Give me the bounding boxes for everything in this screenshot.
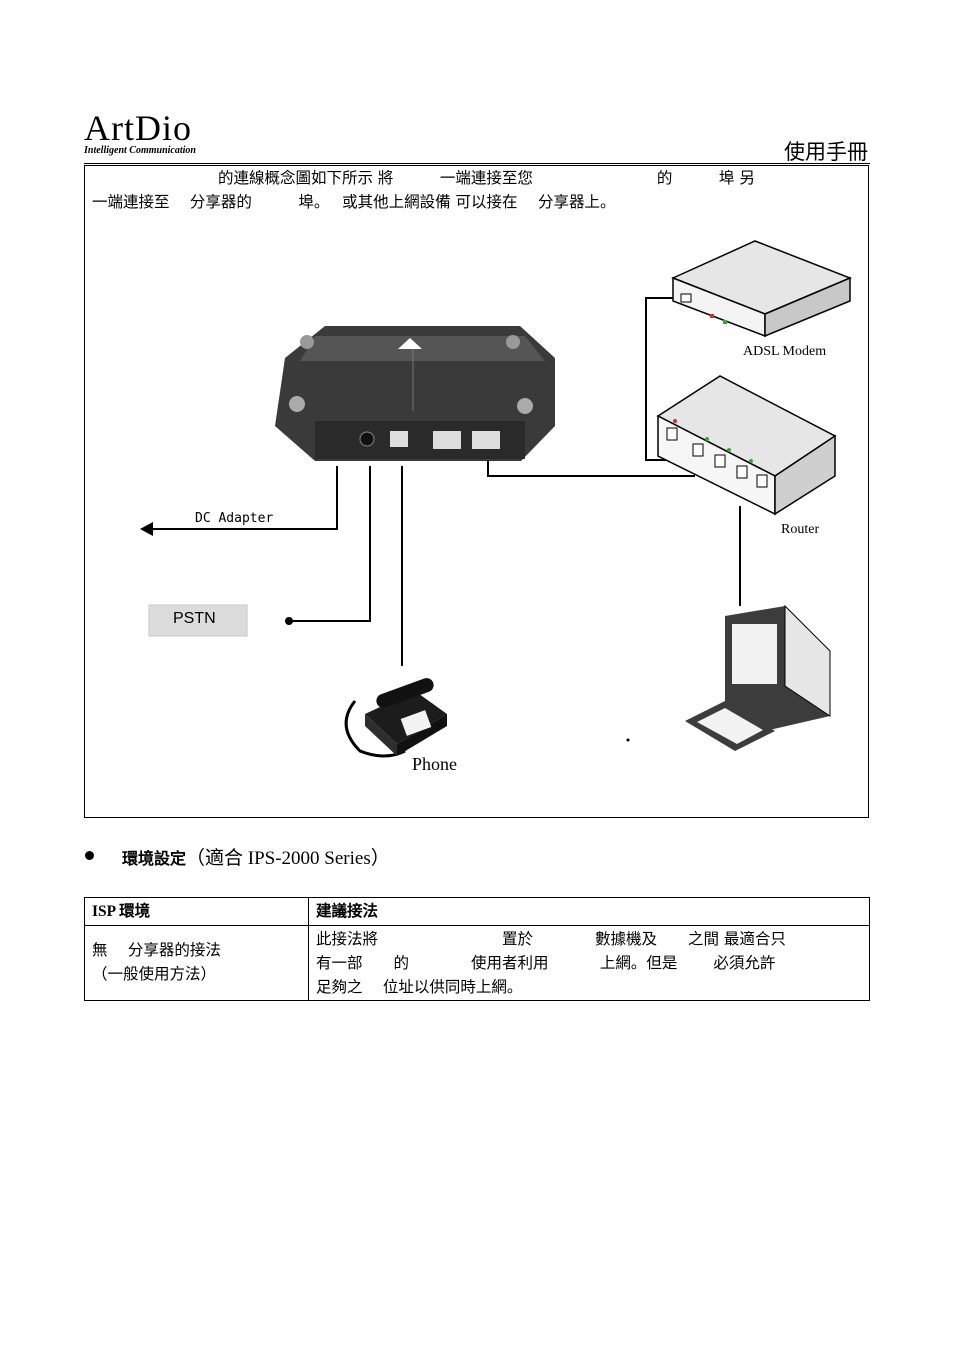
isp-table: ISP 環境 建議接法 無 分享器的接法 （一般使用方法） 此接法將 置於 數據… bbox=[84, 897, 870, 1001]
logo-tagline: Intelligent Communication bbox=[84, 145, 196, 156]
section-detail: （適合 IPS-2000 Series） bbox=[186, 848, 390, 869]
env-line-2: （一般使用方法） bbox=[92, 965, 217, 983]
router-label: Router bbox=[781, 522, 820, 537]
artdio-logo: ArtDio bbox=[84, 108, 192, 148]
section-title: 環境設定（適合 IPS-2000 Series） bbox=[122, 845, 390, 872]
section-prefix: 環境設定 bbox=[122, 849, 187, 868]
network-diagram bbox=[140, 240, 852, 758]
header-isp-env: ISP 環境 bbox=[84, 897, 309, 926]
dc-arrow-icon bbox=[140, 522, 153, 536]
dc-adapter-line bbox=[147, 466, 338, 530]
intro-line-2: 一端連接至 分享器的 埠。 或其他上網設備 可以接在 分享器上。 bbox=[92, 193, 616, 211]
table-header-row: ISP 環境 建議接法 bbox=[84, 897, 870, 926]
stray-dot bbox=[626, 738, 630, 742]
dc-adapter-label: DC Adapter bbox=[195, 511, 274, 526]
phone-label: Phone bbox=[412, 754, 457, 774]
rec-line-3: 足夠之 位址以供同時上網。 bbox=[316, 978, 523, 996]
pstn-line bbox=[290, 466, 371, 622]
cell-recommendation: 此接法將 置於 數據機及 之間 最適合只 有一部 的 使用者利用 上網。但是 必… bbox=[308, 925, 870, 1001]
cell-env: 無 分享器的接法 （一般使用方法） bbox=[84, 925, 309, 1001]
connection-figure: 的連線概念圖如下所示 將 一端連接至您 的 埠 另 一端連接至 分享器的 埠。 … bbox=[84, 165, 869, 818]
env-line-1: 無 分享器的接法 bbox=[92, 941, 221, 959]
pstn-box bbox=[148, 604, 248, 637]
header-rule bbox=[84, 163, 870, 164]
adsl-modem-icon bbox=[671, 240, 852, 338]
computer-icon bbox=[685, 604, 831, 751]
table-row: 無 分享器的接法 （一般使用方法） 此接法將 置於 數據機及 之間 最適合只 有… bbox=[84, 925, 870, 1001]
header-recommended: 建議接法 bbox=[308, 897, 870, 926]
telephone-icon bbox=[344, 678, 447, 758]
router-icon bbox=[656, 375, 837, 516]
pstn-label: PSTN bbox=[173, 610, 216, 627]
rec-line-1: 此接法將 置於 數據機及 之間 最適合只 bbox=[316, 930, 786, 948]
adsl-modem-label: ADSL Modem bbox=[743, 344, 827, 359]
pstn-dot bbox=[285, 617, 293, 625]
intro-line-1: 的連線概念圖如下所示 將 一端連接至您 的 埠 另 bbox=[218, 169, 755, 187]
manual-label: 使用手冊 bbox=[784, 140, 868, 164]
gateway-device-icon bbox=[275, 326, 555, 461]
bullet-icon bbox=[85, 851, 94, 860]
router-line bbox=[487, 461, 695, 477]
rec-line-2: 有一部 的 使用者利用 上網。但是 必須允許 bbox=[316, 954, 776, 972]
